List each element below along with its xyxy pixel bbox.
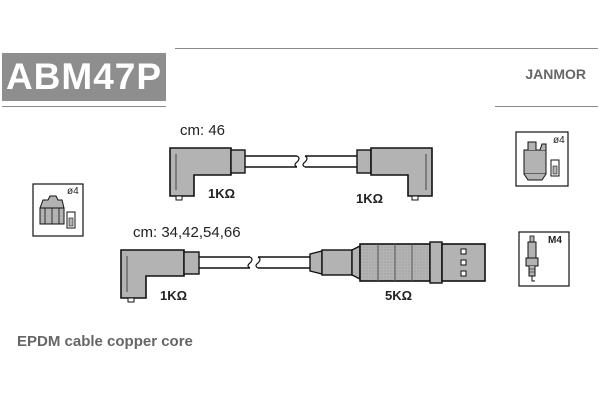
cable-1-length: cm: 46: [180, 122, 226, 139]
coil-size-label: ø4: [553, 135, 565, 146]
cable-2-length: cm: 34,42,54,66: [133, 224, 241, 241]
ignition-coil-icon: [515, 131, 569, 187]
cable-2-wire: [199, 256, 310, 269]
cable-1-left-resistance: 1KΩ: [208, 186, 236, 201]
distributor-cap-icon: [32, 183, 84, 237]
part-code: ABM47P: [5, 56, 163, 97]
distributor-size-label: ø4: [67, 186, 79, 197]
cable-1-left-boot: [169, 147, 246, 201]
cable-1-right-boot: [356, 147, 433, 201]
cable-2: [120, 241, 486, 303]
cable-2-left-boot: [120, 249, 200, 303]
header-rule-under-code: [2, 106, 166, 107]
cable-1-right-resistance: 1KΩ: [356, 191, 384, 206]
brand-name: JANMOR: [525, 66, 586, 82]
cable-2-left-resistance: 1KΩ: [160, 288, 188, 303]
spark-plug-icon: [518, 231, 570, 287]
cable-1-wire: [245, 155, 357, 168]
cable-1: [169, 147, 433, 201]
spark-plug-thread-label: M4: [548, 235, 562, 246]
cable-2-straight-boot: [309, 241, 486, 284]
part-code-badge: ABM47P: [2, 53, 166, 101]
cable-description: EPDM cable copper core: [17, 333, 193, 350]
header-rule-right: [495, 106, 598, 107]
header-rule-top: [175, 48, 598, 49]
cable-2-right-resistance: 5KΩ: [385, 288, 413, 303]
